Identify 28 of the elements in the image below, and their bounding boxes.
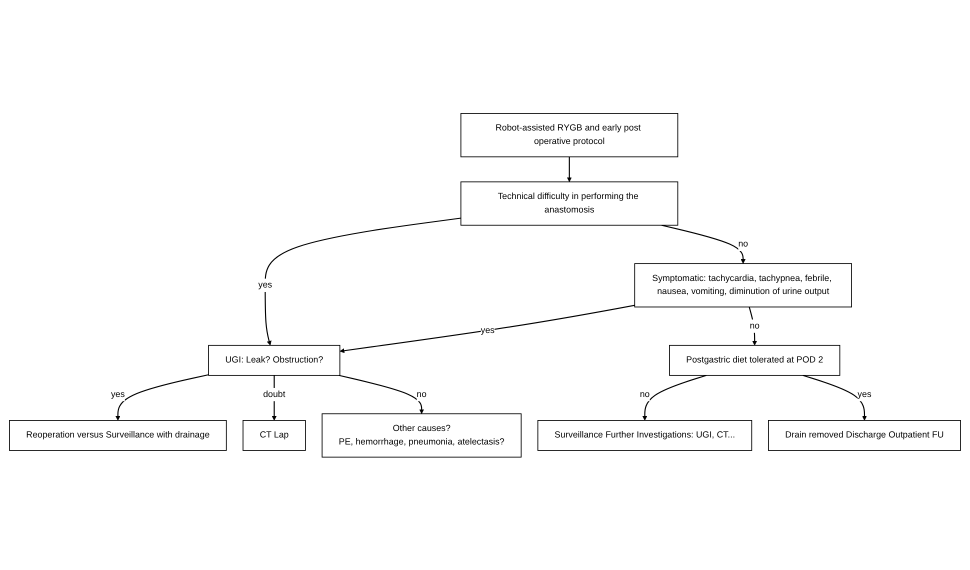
edge-label: no: [416, 389, 427, 399]
node-box: Reoperation versus Surveillance with drainage: [9, 420, 227, 451]
edge-label: no: [750, 320, 760, 330]
arrow: [338, 374, 424, 414]
edge-label: yes: [110, 389, 125, 399]
node-box: Technical difficulty in performing the anastomosis: [460, 181, 678, 226]
arrow: [272, 375, 277, 420]
edge-label: no: [640, 389, 650, 399]
edge-label: no: [738, 239, 748, 249]
node-box: Other causes? PE, hemorrhage, pneumonia, atelectasis?: [322, 413, 522, 458]
edge-label: doubt: [263, 389, 286, 399]
arrow: [566, 156, 572, 182]
edge-label: yes: [480, 326, 495, 336]
arrow: [115, 374, 209, 420]
arrow: [340, 304, 635, 353]
node-box: Surveillance Further Investigations: UGI, CT...: [537, 420, 752, 451]
node-box: CT Lap: [242, 420, 306, 451]
node-box: Postgastric diet tolerated at POD 2: [669, 344, 840, 376]
node-box: Symptomatic: tachycardia, tachypnea, febrile, nausea, vomiting, diminution of urine output: [634, 262, 852, 308]
arrow: [661, 224, 746, 264]
edge-label: yes: [858, 389, 872, 399]
node-box: UGI: Leak? Obstruction?: [208, 344, 340, 376]
arrow: [642, 374, 707, 420]
node-box: Drain removed Discharge Outpatient FU: [768, 420, 961, 451]
node-box: Robot-assisted RYGB and early post operative protocol: [460, 112, 678, 157]
edge-label: yes: [258, 280, 272, 290]
arrow: [264, 217, 461, 346]
arrow: [802, 374, 867, 420]
